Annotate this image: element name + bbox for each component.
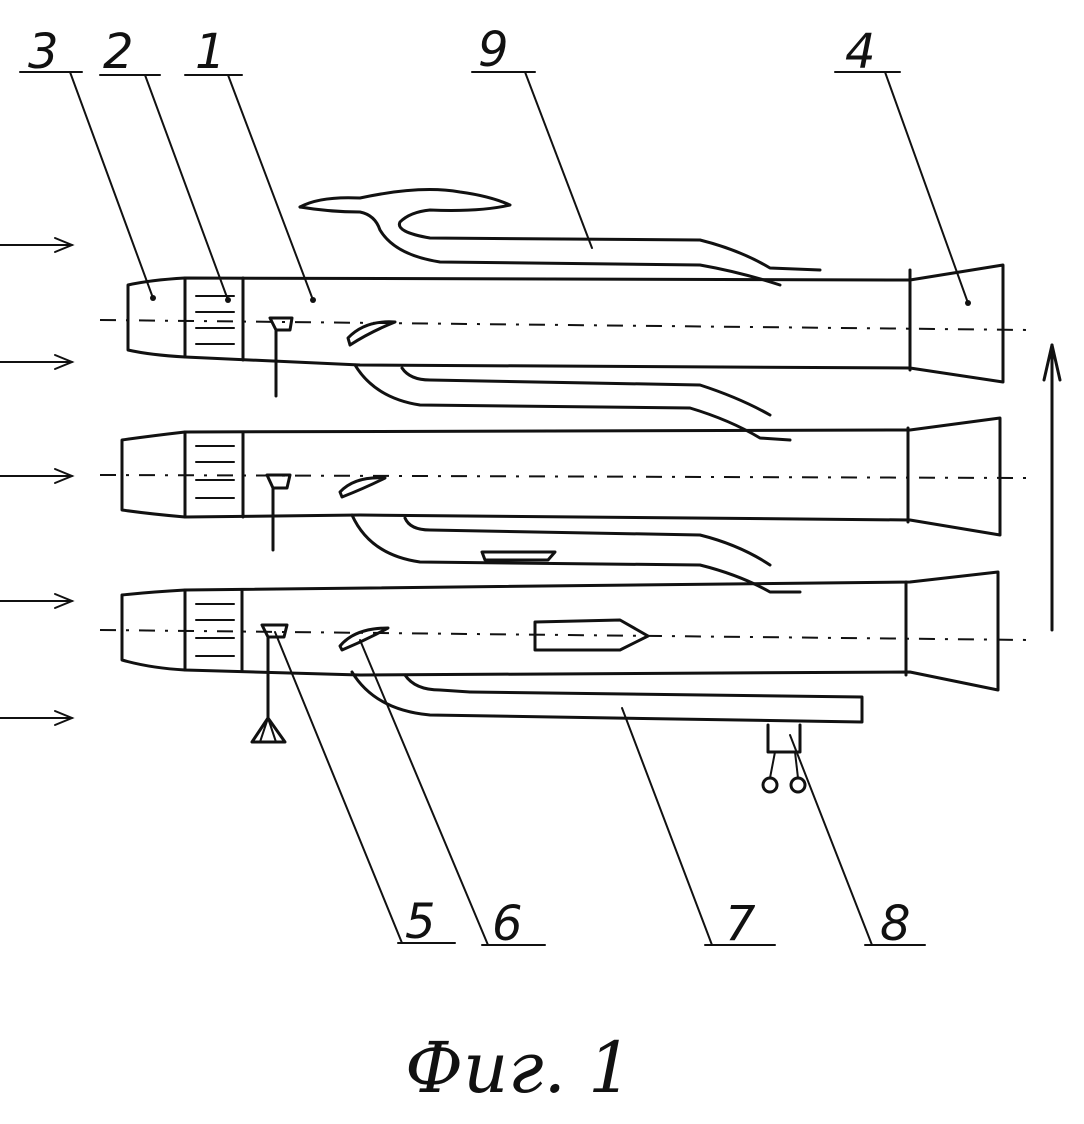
- engine-top: [99, 263, 1031, 398]
- label-9: 9: [478, 22, 509, 78]
- unit-8: [761, 723, 807, 794]
- transfer-duct-lower: [350, 513, 802, 594]
- inflow-arrows: [0, 237, 75, 726]
- label-6: 6: [492, 896, 523, 952]
- bypass-duct-top: [298, 188, 822, 287]
- leader-lines: [19, 71, 969, 946]
- inflow-arrow: [0, 237, 75, 253]
- label-4: 4: [845, 24, 876, 80]
- label-8: 8: [880, 896, 911, 952]
- engine-bottom: [99, 570, 1031, 744]
- inflow-arrow: [0, 710, 75, 726]
- engine-middle: [99, 416, 1031, 552]
- inflow-arrow: [0, 354, 75, 370]
- transfer-duct-upper: [353, 363, 792, 442]
- label-1: 1: [195, 24, 226, 80]
- label-3: 3: [28, 24, 59, 80]
- inflow-arrow: [0, 593, 75, 609]
- inflow-arrow: [0, 468, 75, 484]
- duct-7: [350, 670, 864, 724]
- vertical-arrow: [1042, 343, 1062, 632]
- label-2: 2: [103, 24, 134, 80]
- label-7: 7: [725, 896, 756, 952]
- figure-caption: Фиг. 1: [405, 1027, 633, 1109]
- label-5: 5: [405, 894, 436, 950]
